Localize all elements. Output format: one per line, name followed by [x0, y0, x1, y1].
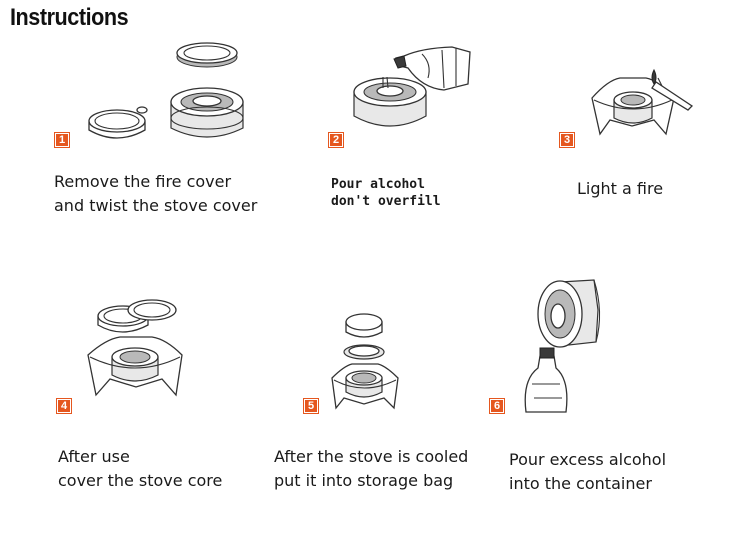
step-1-caption-line-2: and twist the stove cover: [54, 196, 258, 215]
step-6-caption-line-1: Pour excess alcohol: [509, 450, 667, 469]
step-2-caption-line-1: Pour alcohol: [331, 177, 425, 192]
step-2-badge: 2: [329, 133, 343, 147]
step-5-caption-line-1: After the stove is cooled: [274, 447, 469, 466]
step-4-caption-line-2: cover the stove core: [58, 471, 223, 490]
step-4-caption: After use cover the stove core: [58, 445, 222, 493]
step-2-caption: Pour alcohol don't overfill: [331, 176, 441, 210]
step-1-badge: 1: [55, 133, 69, 147]
step-3-badge: 3: [560, 133, 574, 147]
step-2-illustration: [352, 44, 477, 144]
step-6-badge: 6: [490, 399, 504, 413]
step-6-illustration: [520, 276, 608, 412]
step-4-illustration: [82, 295, 192, 407]
step-1-caption: Remove the fire cover and twist the stov…: [54, 170, 257, 218]
step-3-caption-line-1: Light a fire: [577, 179, 664, 198]
step-5-caption: After the stove is cooled put it into st…: [274, 445, 468, 493]
step-5-illustration: [330, 308, 410, 413]
page-title: Instructions: [10, 4, 129, 31]
step-5-caption-line-2: put it into storage bag: [274, 471, 454, 490]
step-6-caption: Pour excess alcohol into the container: [509, 448, 666, 496]
step-3-illustration: [588, 60, 698, 142]
step-5-badge: 5: [304, 399, 318, 413]
step-6-caption-line-2: into the container: [509, 474, 652, 493]
step-1-illustration: [85, 38, 250, 150]
step-4-badge: 4: [57, 399, 71, 413]
step-3-caption: Light a fire: [577, 177, 663, 201]
step-2-caption-line-2: don't overfill: [331, 194, 441, 209]
step-1-caption-line-1: Remove the fire cover: [54, 172, 232, 191]
step-4-caption-line-1: After use: [58, 447, 130, 466]
